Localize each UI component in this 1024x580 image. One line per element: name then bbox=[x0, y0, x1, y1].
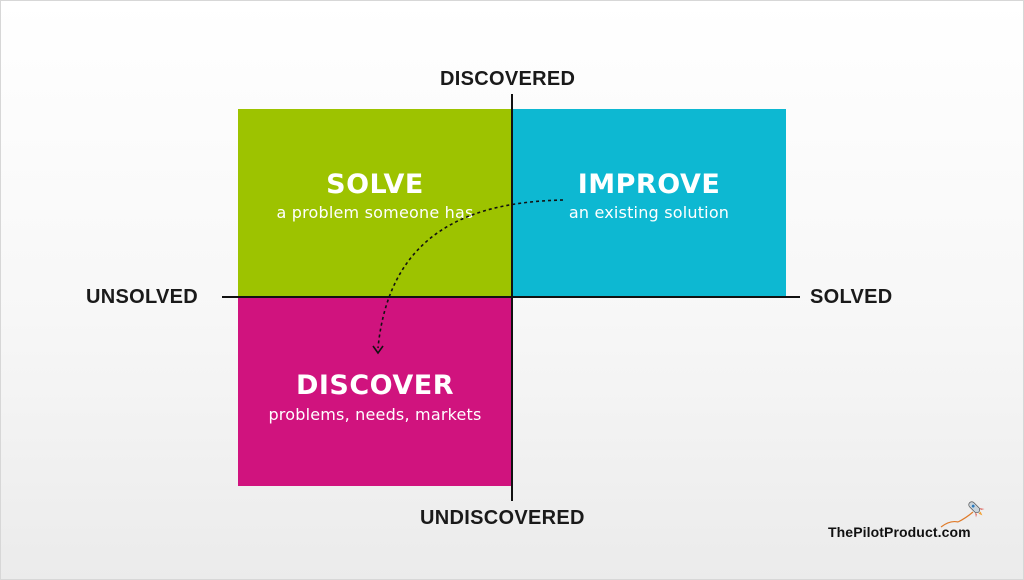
axis-label-solved: SOLVED bbox=[810, 286, 893, 308]
brand-logo-text: ThePilotProduct.com bbox=[828, 524, 971, 540]
dashed-arrow-path bbox=[377, 199, 564, 349]
quadrant-discover-subtitle: problems, needs, markets bbox=[268, 404, 482, 424]
rocket-icon bbox=[940, 501, 985, 528]
quadrant-discover: DISCOVER problems, needs, markets bbox=[238, 297, 512, 486]
quadrant-solve-subtitle: a problem someone has bbox=[276, 203, 474, 223]
quadrant-discover-title: DISCOVER bbox=[295, 370, 455, 402]
axis-label-undiscovered: UNDISCOVERED bbox=[420, 507, 585, 529]
quadrant-improve: IMPROVE an existing solution bbox=[512, 109, 786, 297]
quadrant-improve-subtitle: an existing solution bbox=[568, 203, 730, 223]
axis-label-unsolved: UNSOLVED bbox=[86, 286, 199, 308]
axis-label-discovered: DISCOVERED bbox=[440, 68, 576, 90]
arrow-head bbox=[372, 345, 384, 355]
quadrant-improve-title: IMPROVE bbox=[577, 168, 721, 200]
quadrant-solve-title: SOLVE bbox=[326, 168, 424, 200]
quadrant-solve: SOLVE a problem someone has bbox=[238, 109, 512, 297]
